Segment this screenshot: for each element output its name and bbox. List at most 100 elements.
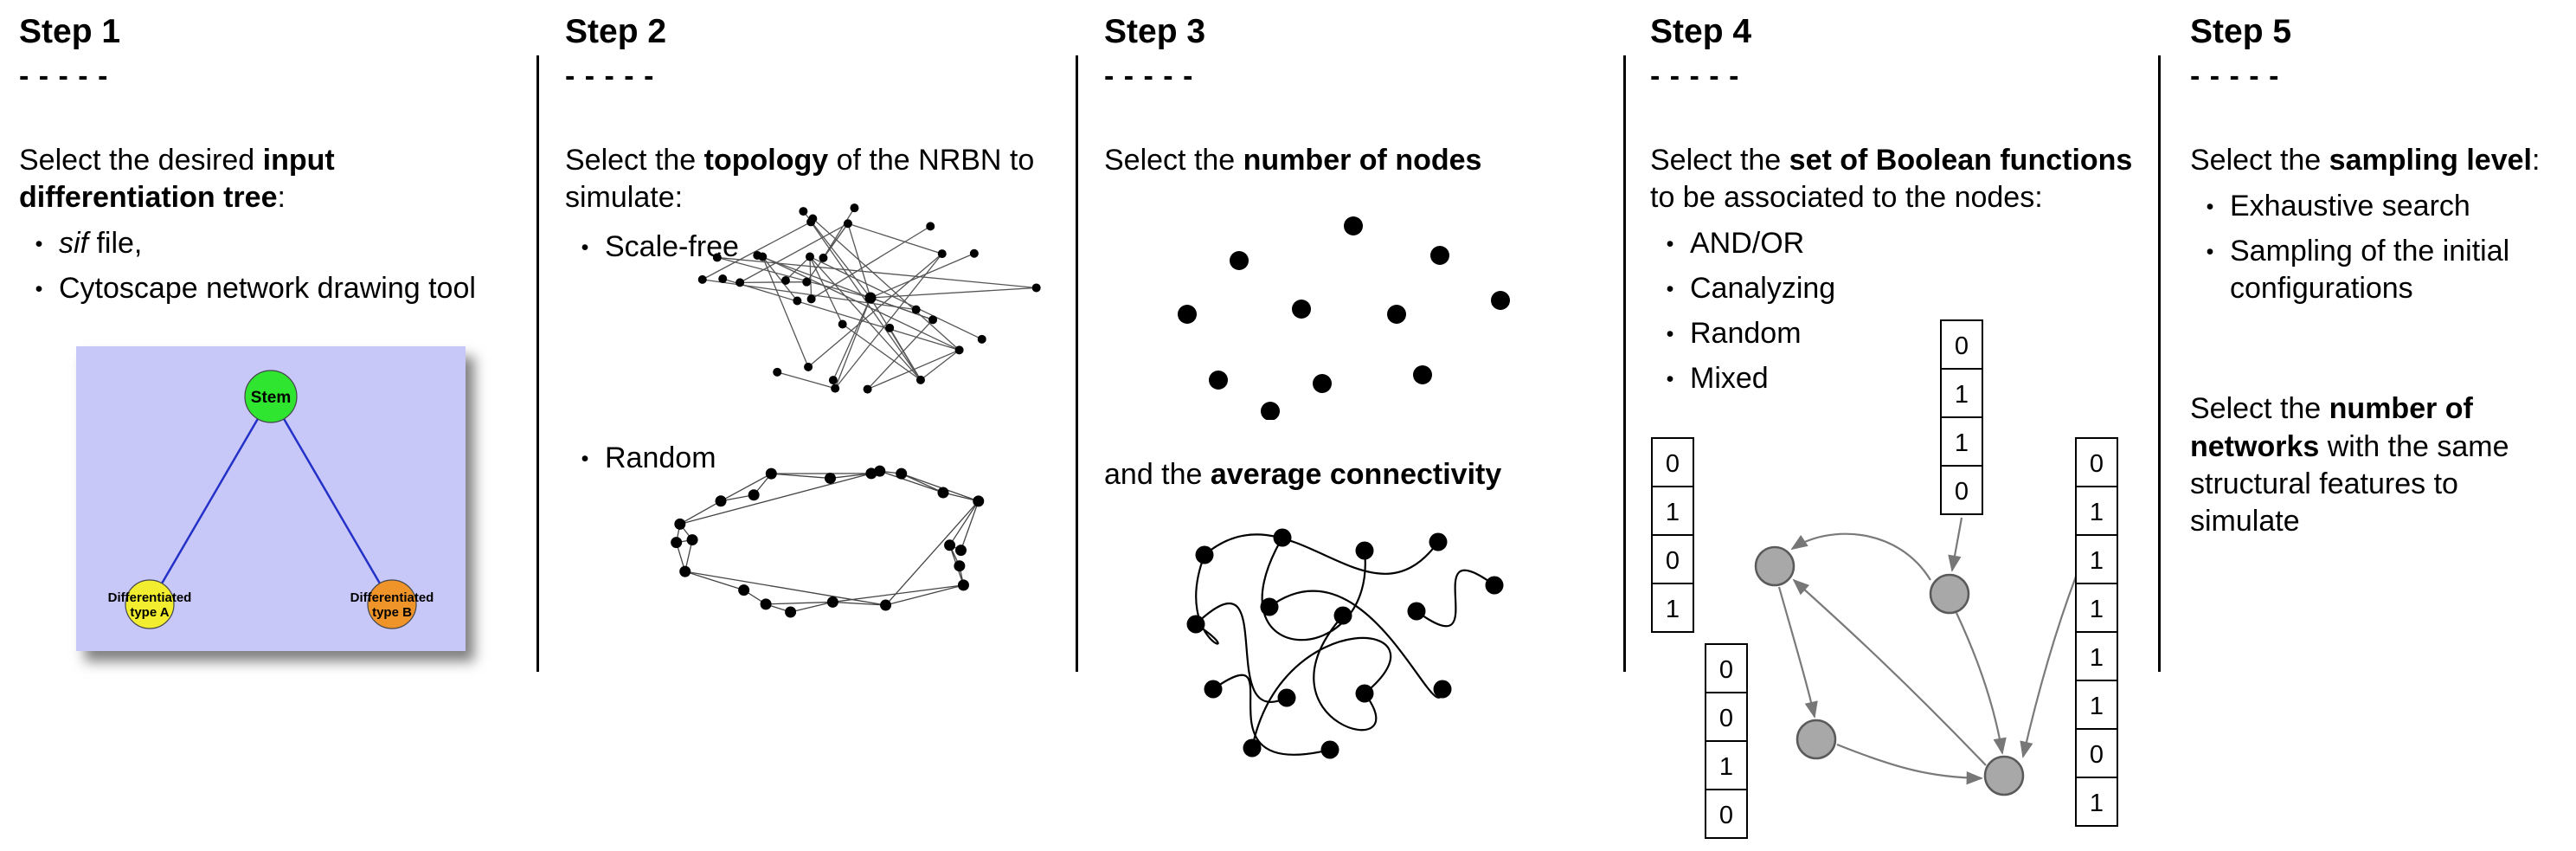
truth-table-cell: 0 xyxy=(1955,478,1969,506)
network-arrow xyxy=(2020,576,2078,758)
bullet-marker: • xyxy=(1666,232,1674,257)
truth-table-cell-box xyxy=(1651,437,1694,487)
node-dot xyxy=(1429,532,1448,551)
truth-table-cell: 1 xyxy=(2090,547,2104,575)
text-run: input differentiation tree xyxy=(19,143,335,215)
node-dot xyxy=(1387,305,1406,325)
node-dot xyxy=(1209,371,1228,390)
truth-table-cell-box xyxy=(2075,631,2118,681)
truth-table-cell: 1 xyxy=(2090,790,2104,817)
text-run: set of Boolean functions xyxy=(1789,143,2133,177)
bullet-marker: • xyxy=(1666,322,1674,347)
node-dot xyxy=(1178,305,1197,325)
connectivity-network-graphic xyxy=(1186,528,1504,759)
truth-table-cell-box xyxy=(1705,740,1748,790)
truth-table-cell-box xyxy=(1651,486,1694,536)
tree-edge xyxy=(148,396,273,605)
scale-free-network-graphic xyxy=(697,203,1041,394)
node-dot xyxy=(1491,291,1510,311)
step-3-intro: Select the number of nodes xyxy=(1104,142,1615,179)
step-3-intro2: and the average connectivity xyxy=(1104,456,1615,493)
text-run: Select the xyxy=(1650,143,1789,177)
bullet-item: •Exhaustive search xyxy=(2190,188,2567,226)
text-run: Canalyzing xyxy=(1690,272,1836,306)
network-arrow xyxy=(1836,743,1983,785)
bullet-marker: • xyxy=(1666,277,1674,302)
bullet-text: sif file, xyxy=(59,225,524,263)
tree-node-label: Stem xyxy=(251,389,291,407)
node-dot xyxy=(1485,576,1504,595)
bullet-marker: • xyxy=(2206,240,2214,265)
step-3-column: Step 3 - - - - - Select the number of no… xyxy=(1078,0,1623,851)
step-5-bullets: •Exhaustive search • Sampling of the initi… xyxy=(2190,188,2567,307)
network-arrow xyxy=(1777,586,1818,719)
column-divider xyxy=(1623,55,1626,672)
text-run: and the xyxy=(1104,458,1211,492)
truth-table-cell-box xyxy=(1651,534,1694,584)
random-network-graphic xyxy=(671,465,985,618)
bullet-item: • Canalyzing xyxy=(1650,270,2151,308)
step-1-title: Step 1 xyxy=(19,13,121,50)
step-4-intro: Select the set of Boolean functions to b… xyxy=(1650,142,2151,216)
gene-node xyxy=(1795,719,1837,760)
network-arrow xyxy=(1790,532,1931,581)
step-1-column: Step 1 - - - - - Select the desired inpu… xyxy=(0,0,536,851)
node-dot xyxy=(1413,365,1432,385)
bullet-text: Canalyzing xyxy=(1690,270,2151,308)
text-run: number of networks xyxy=(2190,392,2473,463)
step-4-column: Step 4 - - - - - Select the set of Boole… xyxy=(1626,0,2158,851)
text-run: AND/OR xyxy=(1690,227,1805,261)
node-dot xyxy=(1186,615,1205,634)
text-run: Exhaustive search xyxy=(2230,190,2470,223)
bullet-item: •Cytoscape network drawing tool xyxy=(19,270,524,308)
truth-table-cell: 0 xyxy=(1719,656,1733,684)
text-run: Random xyxy=(1690,317,1802,351)
text-run: : xyxy=(2531,143,2541,177)
node-dot xyxy=(1204,680,1223,699)
truth-table-cell: 0 xyxy=(1666,450,1680,478)
text-run: Select the xyxy=(565,143,704,177)
step-3-title: Step 3 xyxy=(1104,13,1206,50)
text-run: average connectivity xyxy=(1210,458,1502,492)
node-dot xyxy=(1292,300,1311,319)
step-3-dashes: - - - - - xyxy=(1104,59,1194,93)
text-run: number of nodes xyxy=(1243,143,1482,177)
text-run: Select the xyxy=(2190,143,2329,177)
text-run: Mixed xyxy=(1690,362,1769,396)
text-run: Select the xyxy=(1104,143,1243,177)
tree-edge xyxy=(269,396,394,605)
bullet-text: AND/OR xyxy=(1690,225,2151,263)
step-4-bullets: • AND/OR • Canalyzing • Random •Mixed xyxy=(1650,225,2151,398)
text-run: Cytoscape network drawing tool xyxy=(59,272,476,306)
truth-table-cell-box xyxy=(1940,368,1983,418)
node-dot xyxy=(1313,374,1332,394)
node-dot xyxy=(1273,528,1292,547)
bullet-text: Mixed xyxy=(1690,360,2151,398)
node-dot xyxy=(1430,246,1449,266)
truth-table-cell-box xyxy=(2075,777,2118,827)
truth-table-cell-box xyxy=(2075,486,2118,536)
text-run: topology xyxy=(703,143,829,177)
node-dot xyxy=(1320,740,1339,759)
bullet-text: Sampling of the initial configurations xyxy=(2230,233,2567,307)
text-run: with the same structural features to sim… xyxy=(2190,429,2509,538)
step-1-bullets: • sif file, •Cytoscape network drawing too… xyxy=(19,225,524,308)
step-5-intro2: Select the number of networks with the s… xyxy=(2190,390,2567,540)
bullet-item: •Mixed xyxy=(1650,360,2151,398)
gene-node xyxy=(1754,545,1795,587)
text-run: Select the desired xyxy=(19,143,263,177)
bullet-marker: • xyxy=(35,232,43,257)
text-run: : xyxy=(277,181,286,215)
node-dot xyxy=(1355,541,1374,560)
truth-table-cell: 0 xyxy=(2090,450,2104,478)
gene-node xyxy=(1983,755,2025,796)
node-dot xyxy=(1261,402,1280,421)
network-arrow xyxy=(1792,578,1987,766)
bullet-item: • Sampling of the initial configurations xyxy=(2190,233,2567,307)
tree-node xyxy=(367,579,417,629)
truth-table-cell: 1 xyxy=(2090,693,2104,720)
